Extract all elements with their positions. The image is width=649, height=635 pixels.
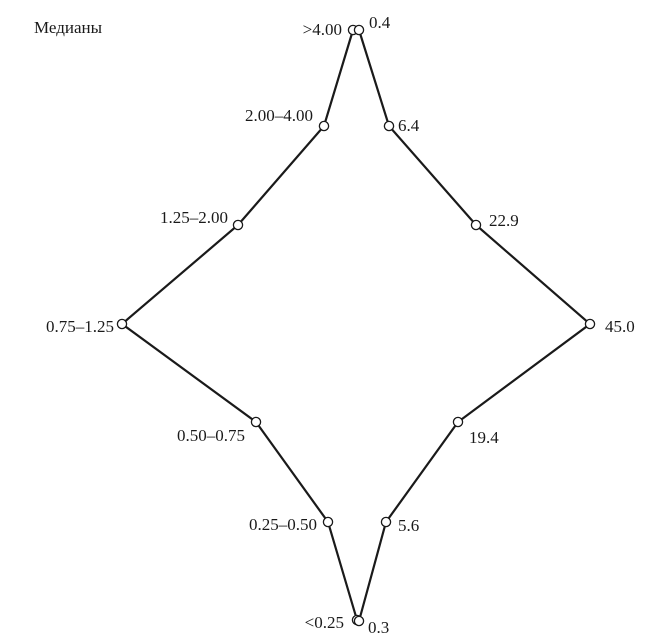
right-outline [357,29,592,622]
category-label: 2.00–4.00 [245,106,313,125]
value-marker [380,516,392,528]
category-label: >4.00 [303,20,342,39]
category-label: 0.25–0.50 [249,515,317,534]
category-label: 0.75–1.25 [46,317,114,336]
category-label: 0.50–0.75 [177,426,245,445]
value-label: 22.9 [489,211,519,230]
category-label: 1.25–2.00 [160,208,228,227]
value-marker [452,416,464,428]
left-outline [120,29,359,621]
value-marker [470,219,482,231]
value-label: 6.4 [398,116,420,135]
category-marker [116,318,128,330]
value-marker [353,24,365,36]
value-label: 5.6 [398,516,419,535]
value-label: 0.4 [369,13,391,32]
diagram-title: Медианы [34,18,103,37]
category-labels: >4.00 2.00–4.00 1.25–2.00 0.75–1.25 0.50… [46,20,344,632]
value-marker [584,318,596,330]
right-markers [353,24,596,627]
category-marker [250,416,262,428]
left-markers [116,24,363,626]
value-label: 0.3 [368,618,389,635]
category-marker [322,516,334,528]
value-marker [383,120,395,132]
value-labels: 0.4 6.4 22.9 45.0 19.4 5.6 0.3 [368,13,635,635]
category-label: <0.25 [305,613,344,632]
category-marker [232,219,244,231]
category-marker [318,120,330,132]
value-marker [353,615,365,627]
value-label: 45.0 [605,317,635,336]
value-label: 19.4 [469,428,499,447]
